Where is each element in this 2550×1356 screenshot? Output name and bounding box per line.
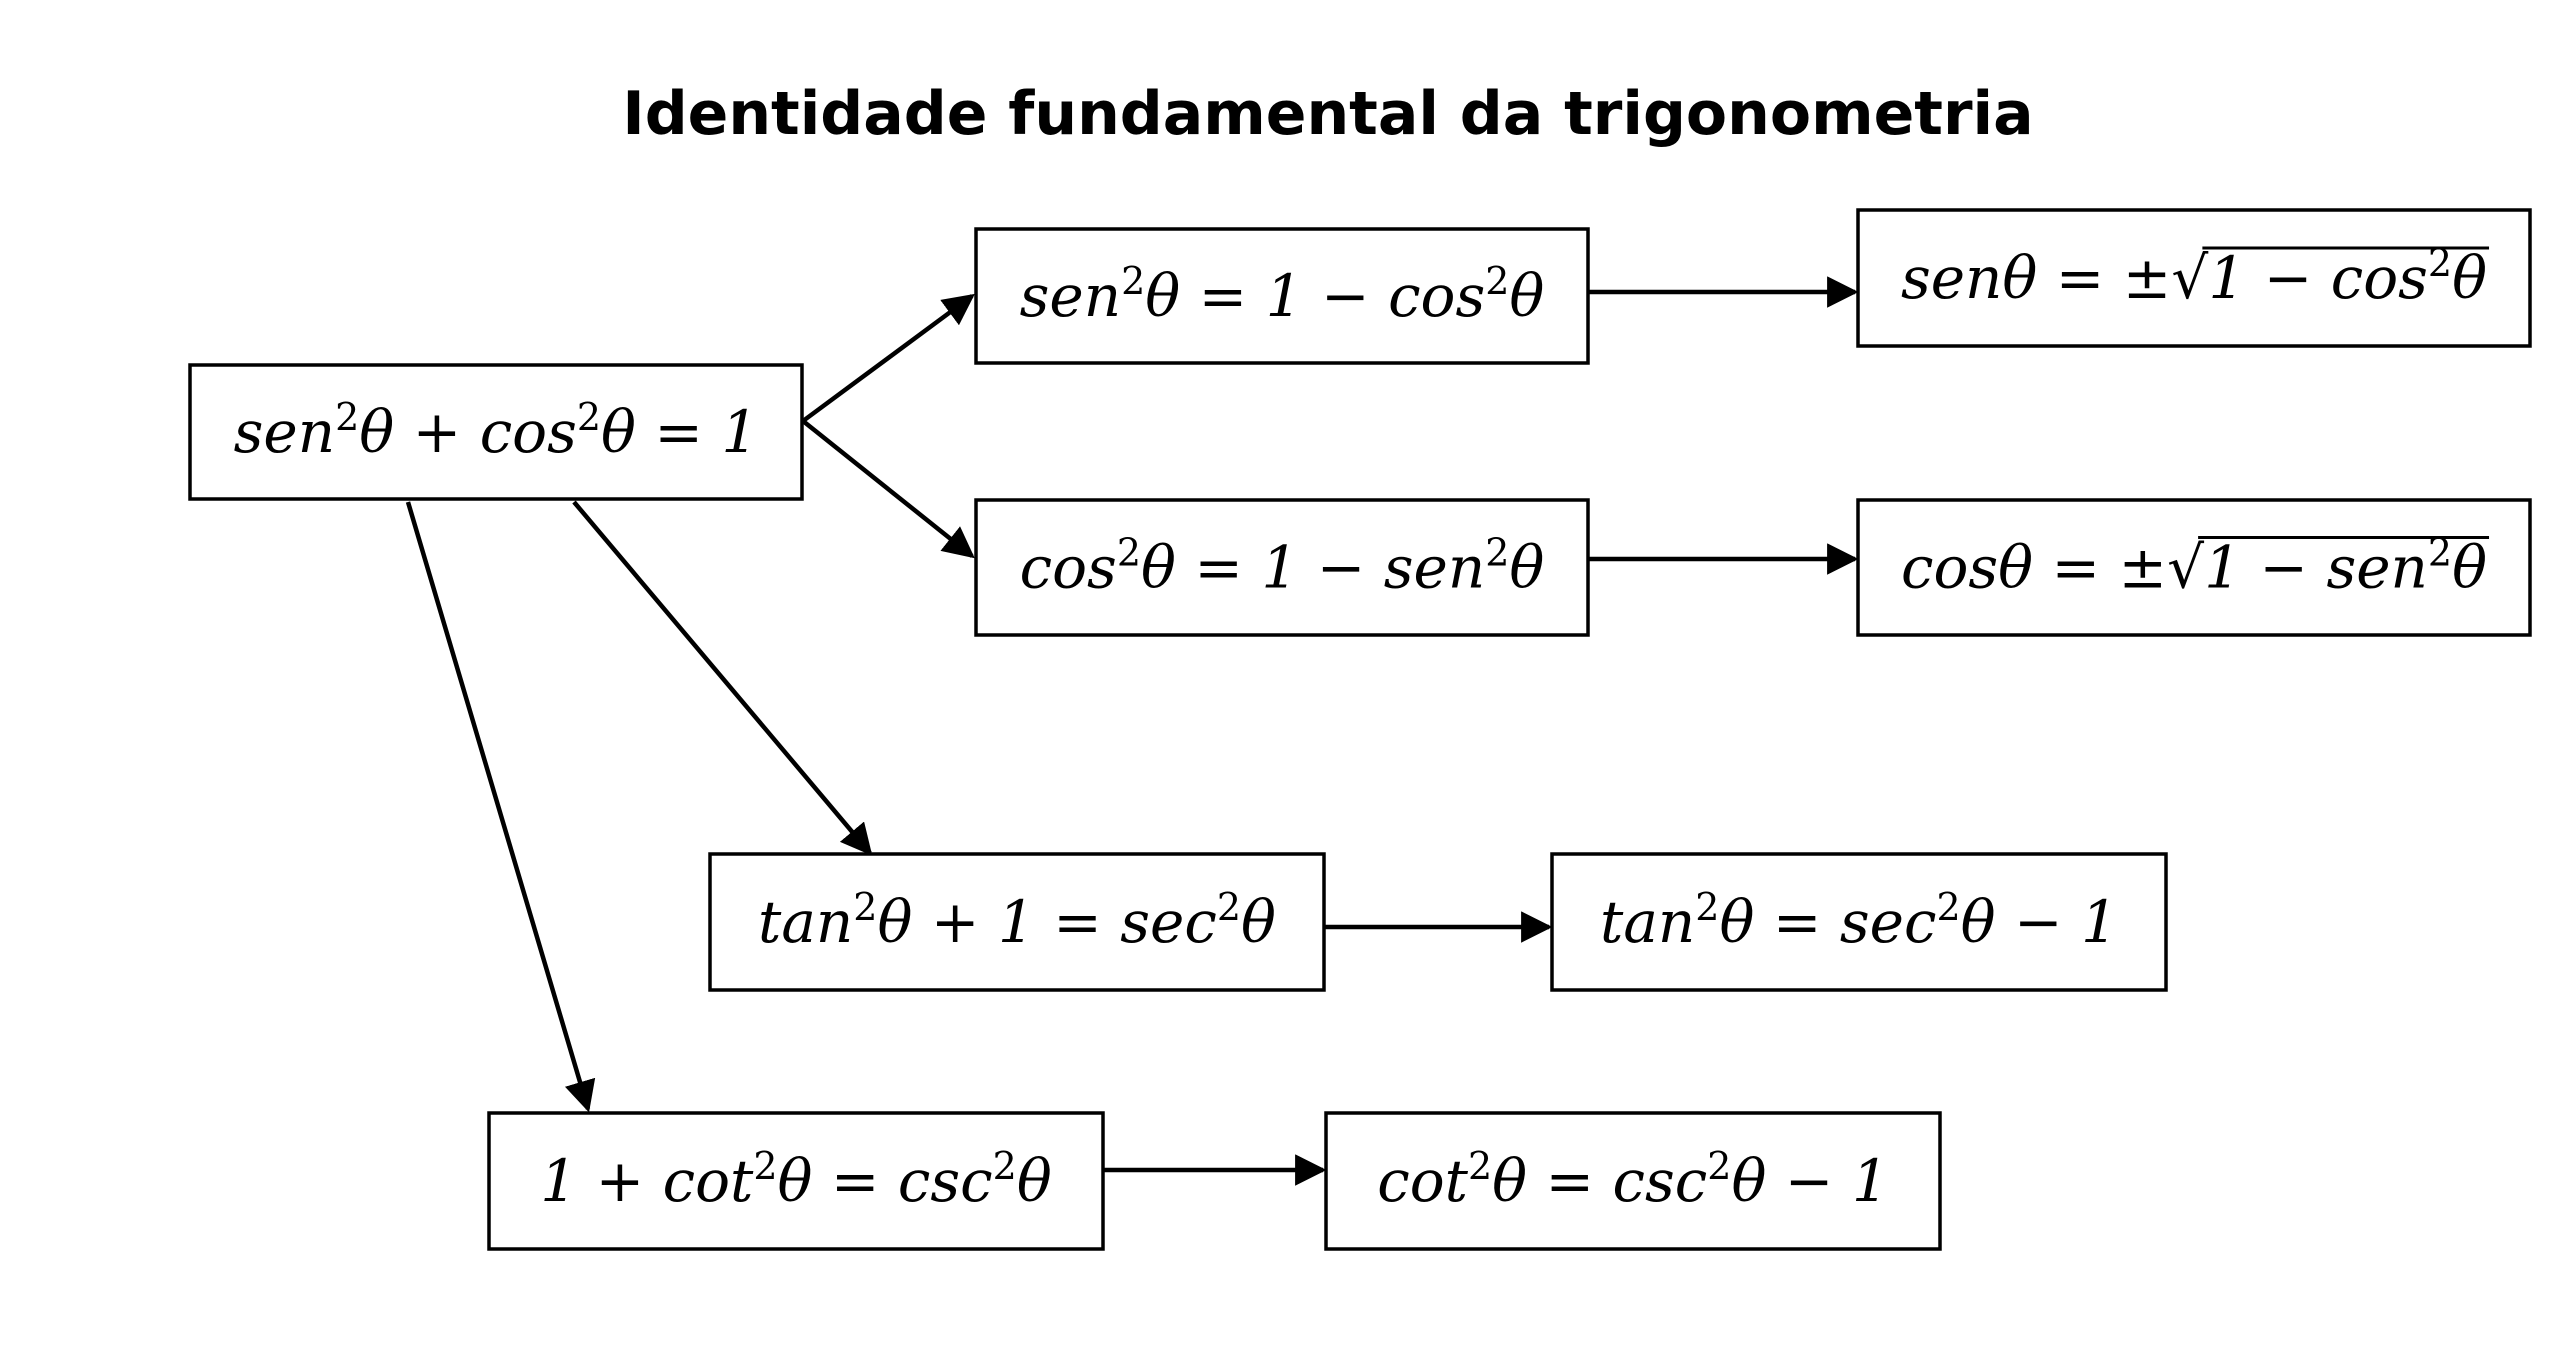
formula-part: cos [2331,244,2428,312]
formula-part: θ = [778,1147,898,1215]
node-cos-root: cosθ = ±√1 − sen2θ [1856,498,2532,637]
node-tan2-form: tan2θ = sec2θ − 1 [1550,852,2168,992]
formula-part: 2 [1936,885,1960,929]
node-box-sen-root [1856,208,2532,348]
formula-part: 2 [753,1144,777,1188]
formula-part: cos [1388,262,1485,330]
formula-part: θ [1509,534,1544,602]
formula-part: tan [758,888,853,956]
formula-part: θ [2452,534,2487,602]
formula-part: senθ = ± [1901,244,2171,312]
formula-part: 2 [1217,885,1241,929]
formula-part: sen [1384,534,1485,602]
formula-part: θ − 1 [1731,1147,1888,1215]
formula-part: θ = [1492,1147,1612,1215]
formula-part: 2 [1707,1144,1731,1188]
node-main-identity: sen2θ + cos2θ = 1 [188,363,804,501]
formula-cot-identity: 1 + cot2θ = csc2θ [540,1144,1052,1215]
formula-part: θ − 1 [1961,888,2118,956]
formula-part: √ [2171,244,2208,312]
formula-cot2-form: cot2θ = csc2θ − 1 [1377,1144,1889,1215]
formula-part: 1 + [540,1147,662,1215]
formula-part: cos [1020,534,1117,602]
node-box-cot2-form [1324,1111,1942,1251]
formula-sen-root: senθ = ±√1 − cos2θ [1901,241,2487,312]
formula-part: 2 [1121,259,1145,303]
formula-part: cot [1377,1147,1468,1215]
formula-part: sec [1120,888,1217,956]
arrow-main-identity-to-sen2-form [801,293,975,423]
formula-part: θ [2452,244,2487,312]
node-box-tan2-form [1550,852,2168,992]
formula-part: θ + [359,398,479,466]
formula-part: θ [1017,1147,1052,1215]
formula-cos2-form: cos2θ = 1 − sen2θ [1020,531,1545,602]
formula-part: 2 [1485,259,1509,303]
arrow-main-identity-to-tan-identity [572,500,873,856]
formula-part: 2 [1485,531,1509,575]
formula-tan2-form: tan2θ = sec2θ − 1 [1600,885,2118,956]
arrow-main-identity-to-cos2-form [801,419,975,559]
node-box-main-identity [188,363,804,501]
formula-part: sen [2326,534,2427,602]
formula-part: √ [2167,534,2204,602]
formula-part: 1 − [2208,244,2330,312]
formula-part: cosθ = ± [1901,534,2167,602]
node-cot-identity: 1 + cot2θ = csc2θ [487,1111,1105,1251]
formula-part: θ = 1 − [1141,534,1384,602]
node-box-cot-identity [487,1111,1105,1251]
formula-part: sen [1020,262,1121,330]
formula-part: 2 [335,395,359,439]
formula-part: 2 [577,395,601,439]
node-box-sen2-form [974,227,1590,365]
formula-cos-root: cosθ = ±√1 − sen2θ [1901,531,2487,602]
node-box-tan-identity [708,852,1326,992]
node-cos2-form: cos2θ = 1 − sen2θ [974,498,1590,637]
formula-main-identity: sen2θ + cos2θ = 1 [234,395,759,466]
formula-part: sec [1840,888,1937,956]
node-sen2-form: sen2θ = 1 − cos2θ [974,227,1590,365]
formula-part: θ = 1 − [1145,262,1388,330]
diagram-title: Identidade fundamental da trigonometria [622,79,2033,149]
node-sen-root: senθ = ±√1 − cos2θ [1856,208,2532,348]
formula-part: cot [663,1147,754,1215]
formula-part: 1 − [2204,534,2326,602]
formula-part: tan [1600,888,1695,956]
formula-part: 2 [1468,1144,1492,1188]
formula-part: 2 [1117,531,1141,575]
formula-part: csc [1613,1147,1708,1215]
formula-part: 2 [1695,885,1719,929]
formula-part: θ = 1 [601,398,758,466]
formula-part: sen [234,398,335,466]
formula-part: θ [1509,262,1544,330]
formula-tan-identity: tan2θ + 1 = sec2θ [758,885,1276,956]
node-box-cos-root [1856,498,2532,637]
formula-sen2-form: sen2θ = 1 − cos2θ [1020,259,1545,330]
node-box-cos2-form [974,498,1590,637]
formula-part: cos [480,398,577,466]
formula-part: θ [1241,888,1276,956]
node-cot2-form: cot2θ = csc2θ − 1 [1324,1111,1942,1251]
formula-part: θ + 1 = [877,888,1120,956]
formula-part: 2 [853,885,877,929]
node-tan-identity: tan2θ + 1 = sec2θ [708,852,1326,992]
formula-part: θ = [1719,888,1839,956]
formula-part: csc [898,1147,993,1215]
formula-part: 2 [993,1144,1017,1188]
arrow-main-identity-to-cot-identity [405,501,596,1113]
